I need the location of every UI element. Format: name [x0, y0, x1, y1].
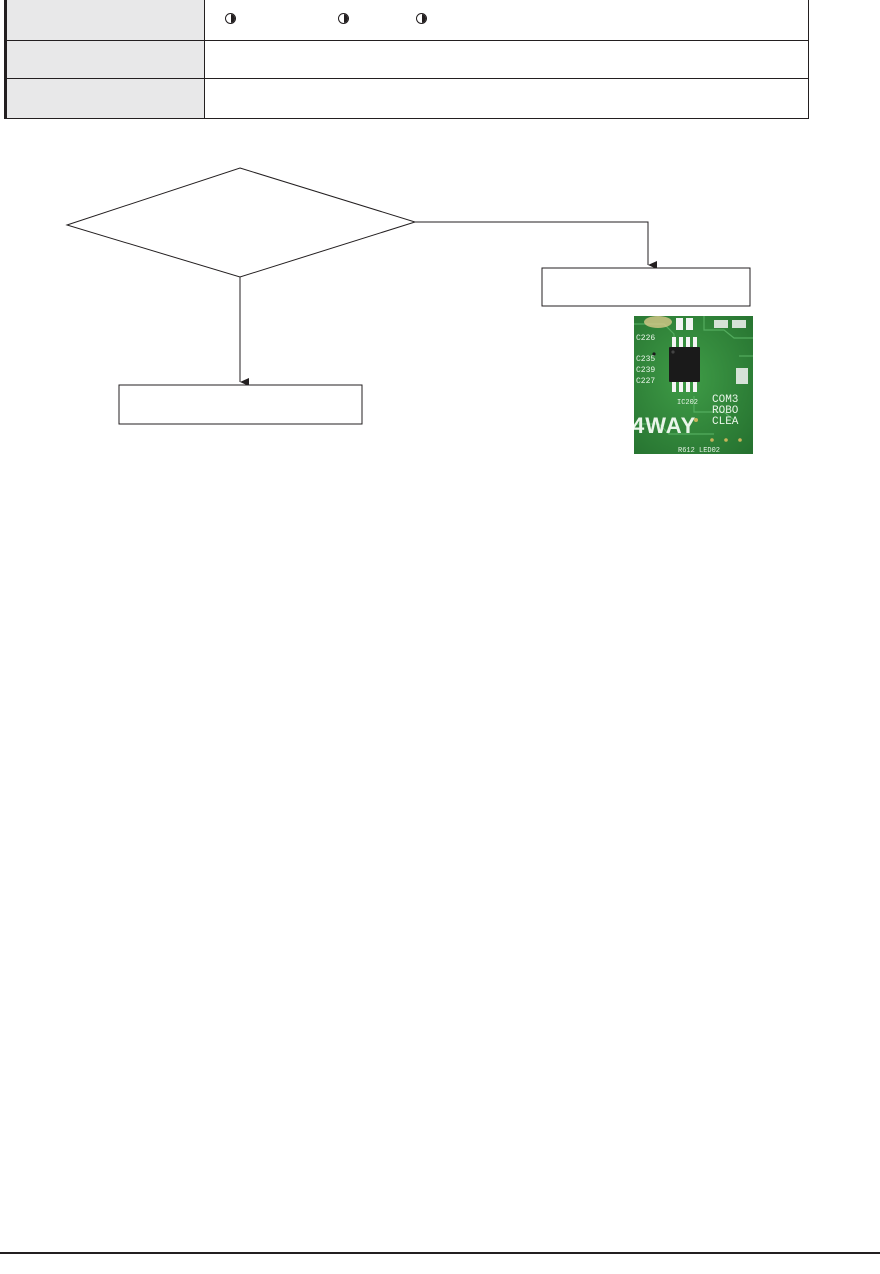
silkscreen-label: C235 [636, 355, 655, 364]
component-pad [736, 368, 748, 384]
silkscreen-label: C226 [636, 334, 655, 343]
silkscreen-label: IC202 [677, 399, 698, 407]
decision-diamond [67, 168, 415, 277]
via-pad [644, 316, 672, 328]
silkscreen-label: C227 [636, 377, 655, 386]
component-pad [686, 318, 693, 330]
no-result-box [119, 385, 362, 424]
component-pad [676, 318, 683, 330]
pcb-photo: C226 C235 C239 C227 IC202 COM3 ROBO CLEA… [634, 316, 753, 454]
silkscreen-label: CLEA [712, 416, 739, 428]
silkscreen-label: 4WAY [634, 413, 696, 438]
component-pad [732, 320, 746, 328]
footer-rule [0, 1252, 880, 1254]
yes-result-box [542, 268, 750, 306]
silkscreen-label: C239 [636, 366, 655, 375]
component-pad [714, 320, 728, 328]
silkscreen-label: R612 LED02 [678, 447, 720, 454]
yes-connector [415, 222, 648, 265]
